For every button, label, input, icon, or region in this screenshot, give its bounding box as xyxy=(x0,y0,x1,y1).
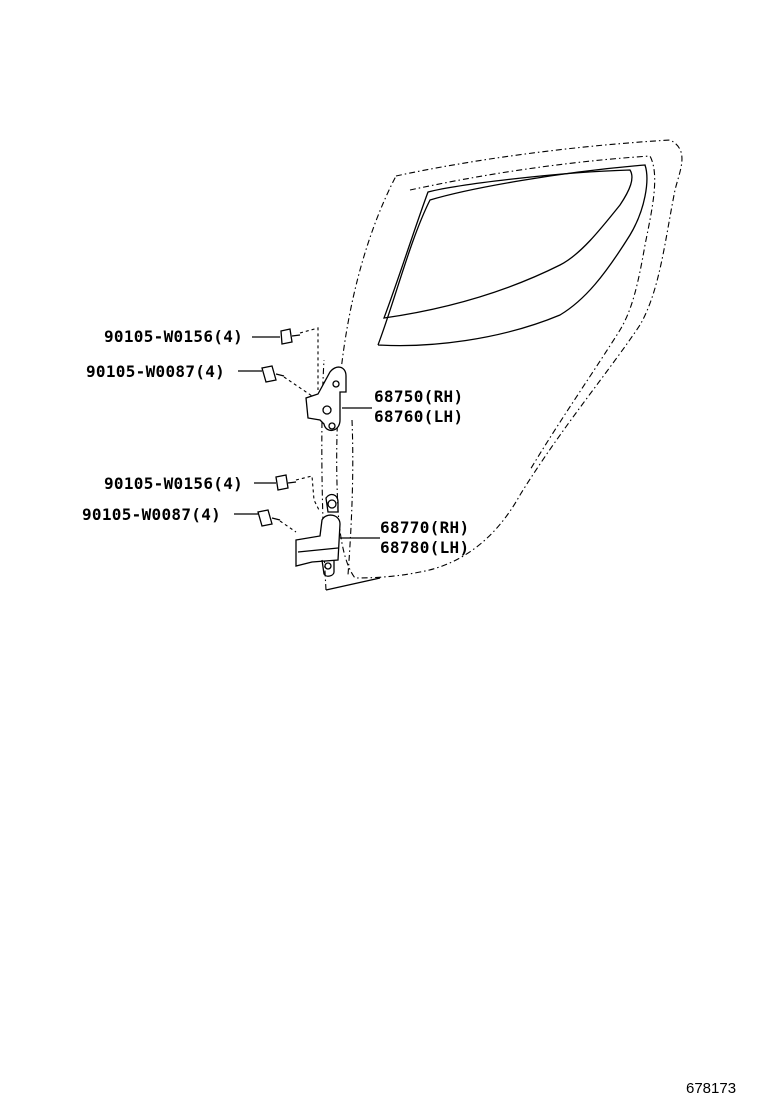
upper-hinge xyxy=(305,366,372,431)
bolt-upper-1-label: 90105-W0156(4) xyxy=(104,327,244,346)
bolt-lower-1-label: 90105-W0156(4) xyxy=(104,474,244,493)
lower-bolt-2 xyxy=(234,509,297,533)
bolt-upper-2-label: 90105-W0087(4) xyxy=(86,362,226,381)
hinge-upper-lh-label: 68760(LH) xyxy=(374,407,464,426)
lower-hinge xyxy=(295,493,380,577)
upper-bolt-2 xyxy=(238,365,313,397)
upper-bolt-1 xyxy=(252,327,319,390)
bolt-lower-2-label: 90105-W0087(4) xyxy=(82,505,222,524)
hinge-lower-rh-label: 68770(RH) xyxy=(380,518,470,537)
door-outer-outline xyxy=(336,139,683,579)
hinge-lower-lh-label: 68780(LH) xyxy=(380,538,470,557)
window-frame-outer xyxy=(377,164,648,347)
diagram-reference-number: 678173 xyxy=(686,1080,737,1097)
door-inner-outline xyxy=(409,155,656,471)
hinge-upper-rh-label: 68750(RH) xyxy=(374,387,464,406)
door-bottom-edge xyxy=(325,577,381,591)
lower-bolt-1 xyxy=(254,474,321,513)
window-glass-outline xyxy=(383,169,633,319)
door-rear-edge xyxy=(347,419,354,576)
